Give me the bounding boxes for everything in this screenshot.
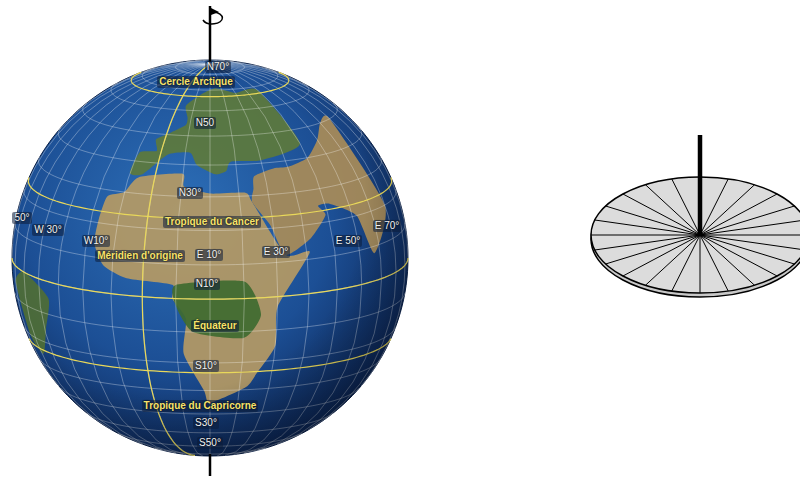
globe-label: W10° bbox=[82, 235, 111, 247]
globe-label: S30° bbox=[193, 417, 219, 429]
graticule bbox=[12, 60, 408, 456]
globe-label: Méridien d'origine bbox=[95, 250, 185, 262]
hour-line bbox=[595, 220, 700, 235]
hour-line bbox=[595, 235, 700, 250]
globe-label: N50 bbox=[194, 117, 216, 129]
hour-line bbox=[700, 235, 755, 285]
gnomon bbox=[698, 135, 703, 235]
globe-label: S10° bbox=[193, 360, 219, 372]
ocean bbox=[12, 60, 408, 456]
globe-label: N30° bbox=[177, 187, 203, 199]
arrow-head bbox=[211, 8, 219, 15]
hour-line bbox=[591, 235, 700, 236]
hour-line bbox=[700, 220, 800, 235]
globe-label: E 70° bbox=[373, 220, 402, 232]
hour-line bbox=[700, 235, 701, 293]
hour-line bbox=[606, 235, 700, 264]
globe-label: Tropique du Capricorne bbox=[142, 400, 259, 412]
globe-shade bbox=[12, 60, 408, 456]
sundial bbox=[591, 135, 800, 297]
globe-label: E 50° bbox=[334, 235, 363, 247]
globe-label: E 10° bbox=[195, 249, 224, 261]
globe-label: Tropique du Cancer bbox=[163, 216, 261, 228]
axis-line bbox=[209, 6, 212, 62]
globe bbox=[12, 60, 408, 456]
globe-label: 50° bbox=[12, 212, 31, 224]
globe-label: N70° bbox=[205, 61, 231, 73]
hour-line bbox=[700, 235, 728, 291]
hour-line bbox=[700, 179, 728, 235]
globe-label: S50° bbox=[197, 437, 223, 449]
hour-line bbox=[672, 179, 700, 235]
hour-lines bbox=[591, 177, 800, 293]
axis-line bbox=[209, 454, 212, 476]
dial-face bbox=[591, 177, 800, 293]
hour-line bbox=[672, 235, 700, 291]
globe-label: E 30° bbox=[262, 246, 291, 258]
globe-label: Équateur bbox=[191, 320, 238, 332]
globe-label: Cercle Arctique bbox=[157, 76, 235, 88]
globe-label: W 30° bbox=[32, 224, 63, 236]
hour-line bbox=[646, 185, 701, 235]
globe-label: N10° bbox=[194, 278, 220, 290]
hour-line bbox=[700, 235, 800, 236]
hour-line bbox=[700, 206, 794, 235]
